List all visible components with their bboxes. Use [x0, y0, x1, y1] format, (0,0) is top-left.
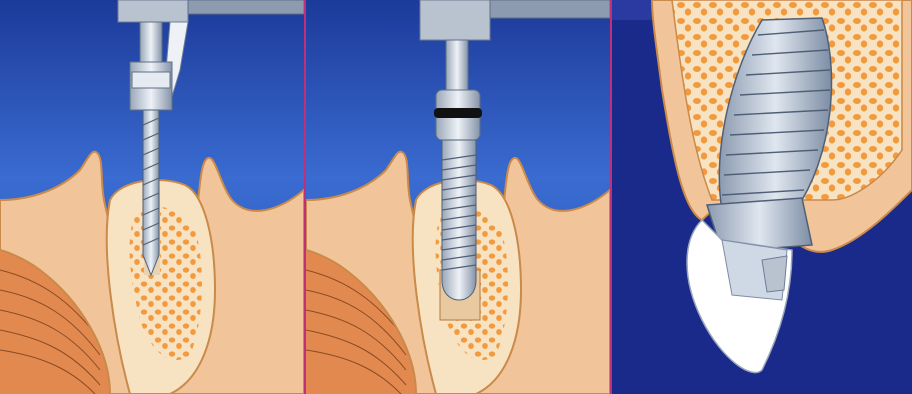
handpiece-head: [420, 0, 490, 40]
implant-body: [442, 140, 476, 300]
drilling-scene: [0, 0, 304, 394]
panel-implant-with-crown: [612, 0, 912, 394]
abutment-screw: [762, 256, 787, 292]
panel-drilling: [0, 0, 304, 394]
handpiece-head: [118, 0, 188, 22]
driver-ring: [434, 108, 482, 118]
driver-shank: [446, 40, 468, 90]
drill-bit: [143, 110, 159, 275]
drill-shank: [140, 22, 162, 62]
crown-scene: [612, 0, 912, 394]
insertion-scene: [306, 0, 610, 394]
corner-block: [612, 0, 652, 20]
handpiece-body: [490, 0, 610, 18]
handpiece-body: [188, 0, 304, 14]
panel-implant-insertion: [306, 0, 610, 394]
drill-chuck-band: [132, 72, 170, 88]
